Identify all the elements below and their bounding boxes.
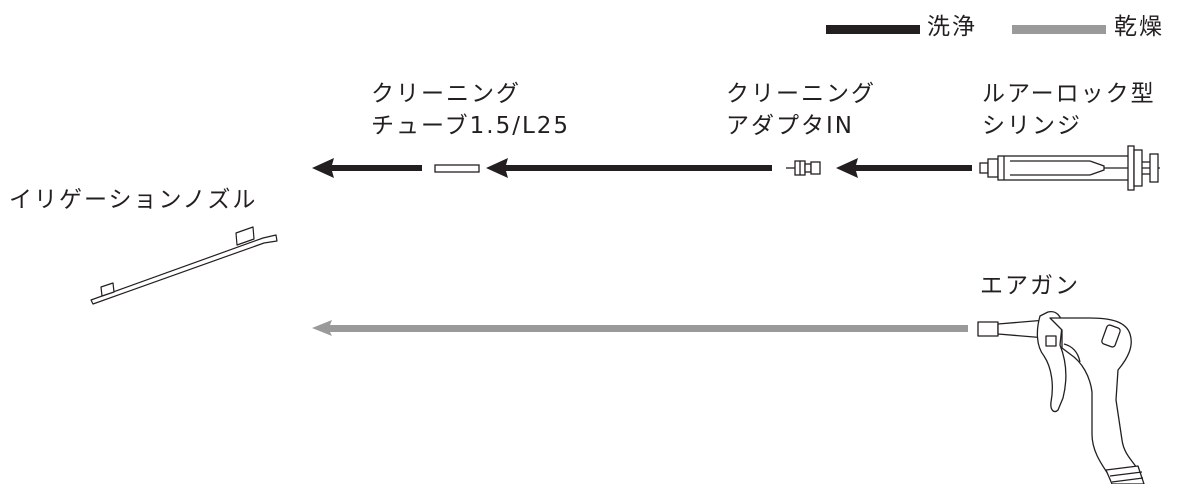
legend-wash-swatch xyxy=(826,25,920,34)
tube-label-line1: クリーニング xyxy=(371,81,521,107)
adapter-label-line2: アダプタIN xyxy=(726,113,854,139)
irrigation-nozzle-icon xyxy=(90,226,278,305)
legend-dry-swatch xyxy=(1012,25,1106,34)
wash-arrow-tube-to-nozzle xyxy=(312,158,422,178)
dry-arrow-airgun-to-nozzle xyxy=(312,320,968,336)
legend-dry-label: 乾燥 xyxy=(1114,14,1164,40)
syringe-label-line1: ルアーロック型 xyxy=(982,81,1156,107)
tube-label-line2: チューブ1.5/L25 xyxy=(371,113,571,139)
air-gun-icon xyxy=(977,310,1145,484)
luer-lock-syringe-icon xyxy=(979,145,1160,191)
airgun-label: エアガン xyxy=(980,273,1080,299)
cleaning-adapter-icon xyxy=(786,160,821,176)
cleaning-tube-icon xyxy=(434,164,480,173)
wash-arrow-syringe-to-adapter xyxy=(836,158,972,178)
wash-arrow-adapter-to-tube xyxy=(486,158,772,178)
adapter-label-line1: クリーニング xyxy=(726,81,876,107)
syringe-label-line2: シリンジ xyxy=(982,113,1082,139)
legend-wash-label: 洗浄 xyxy=(927,14,977,40)
nozzle-label: イリゲーションノズル xyxy=(9,187,258,213)
